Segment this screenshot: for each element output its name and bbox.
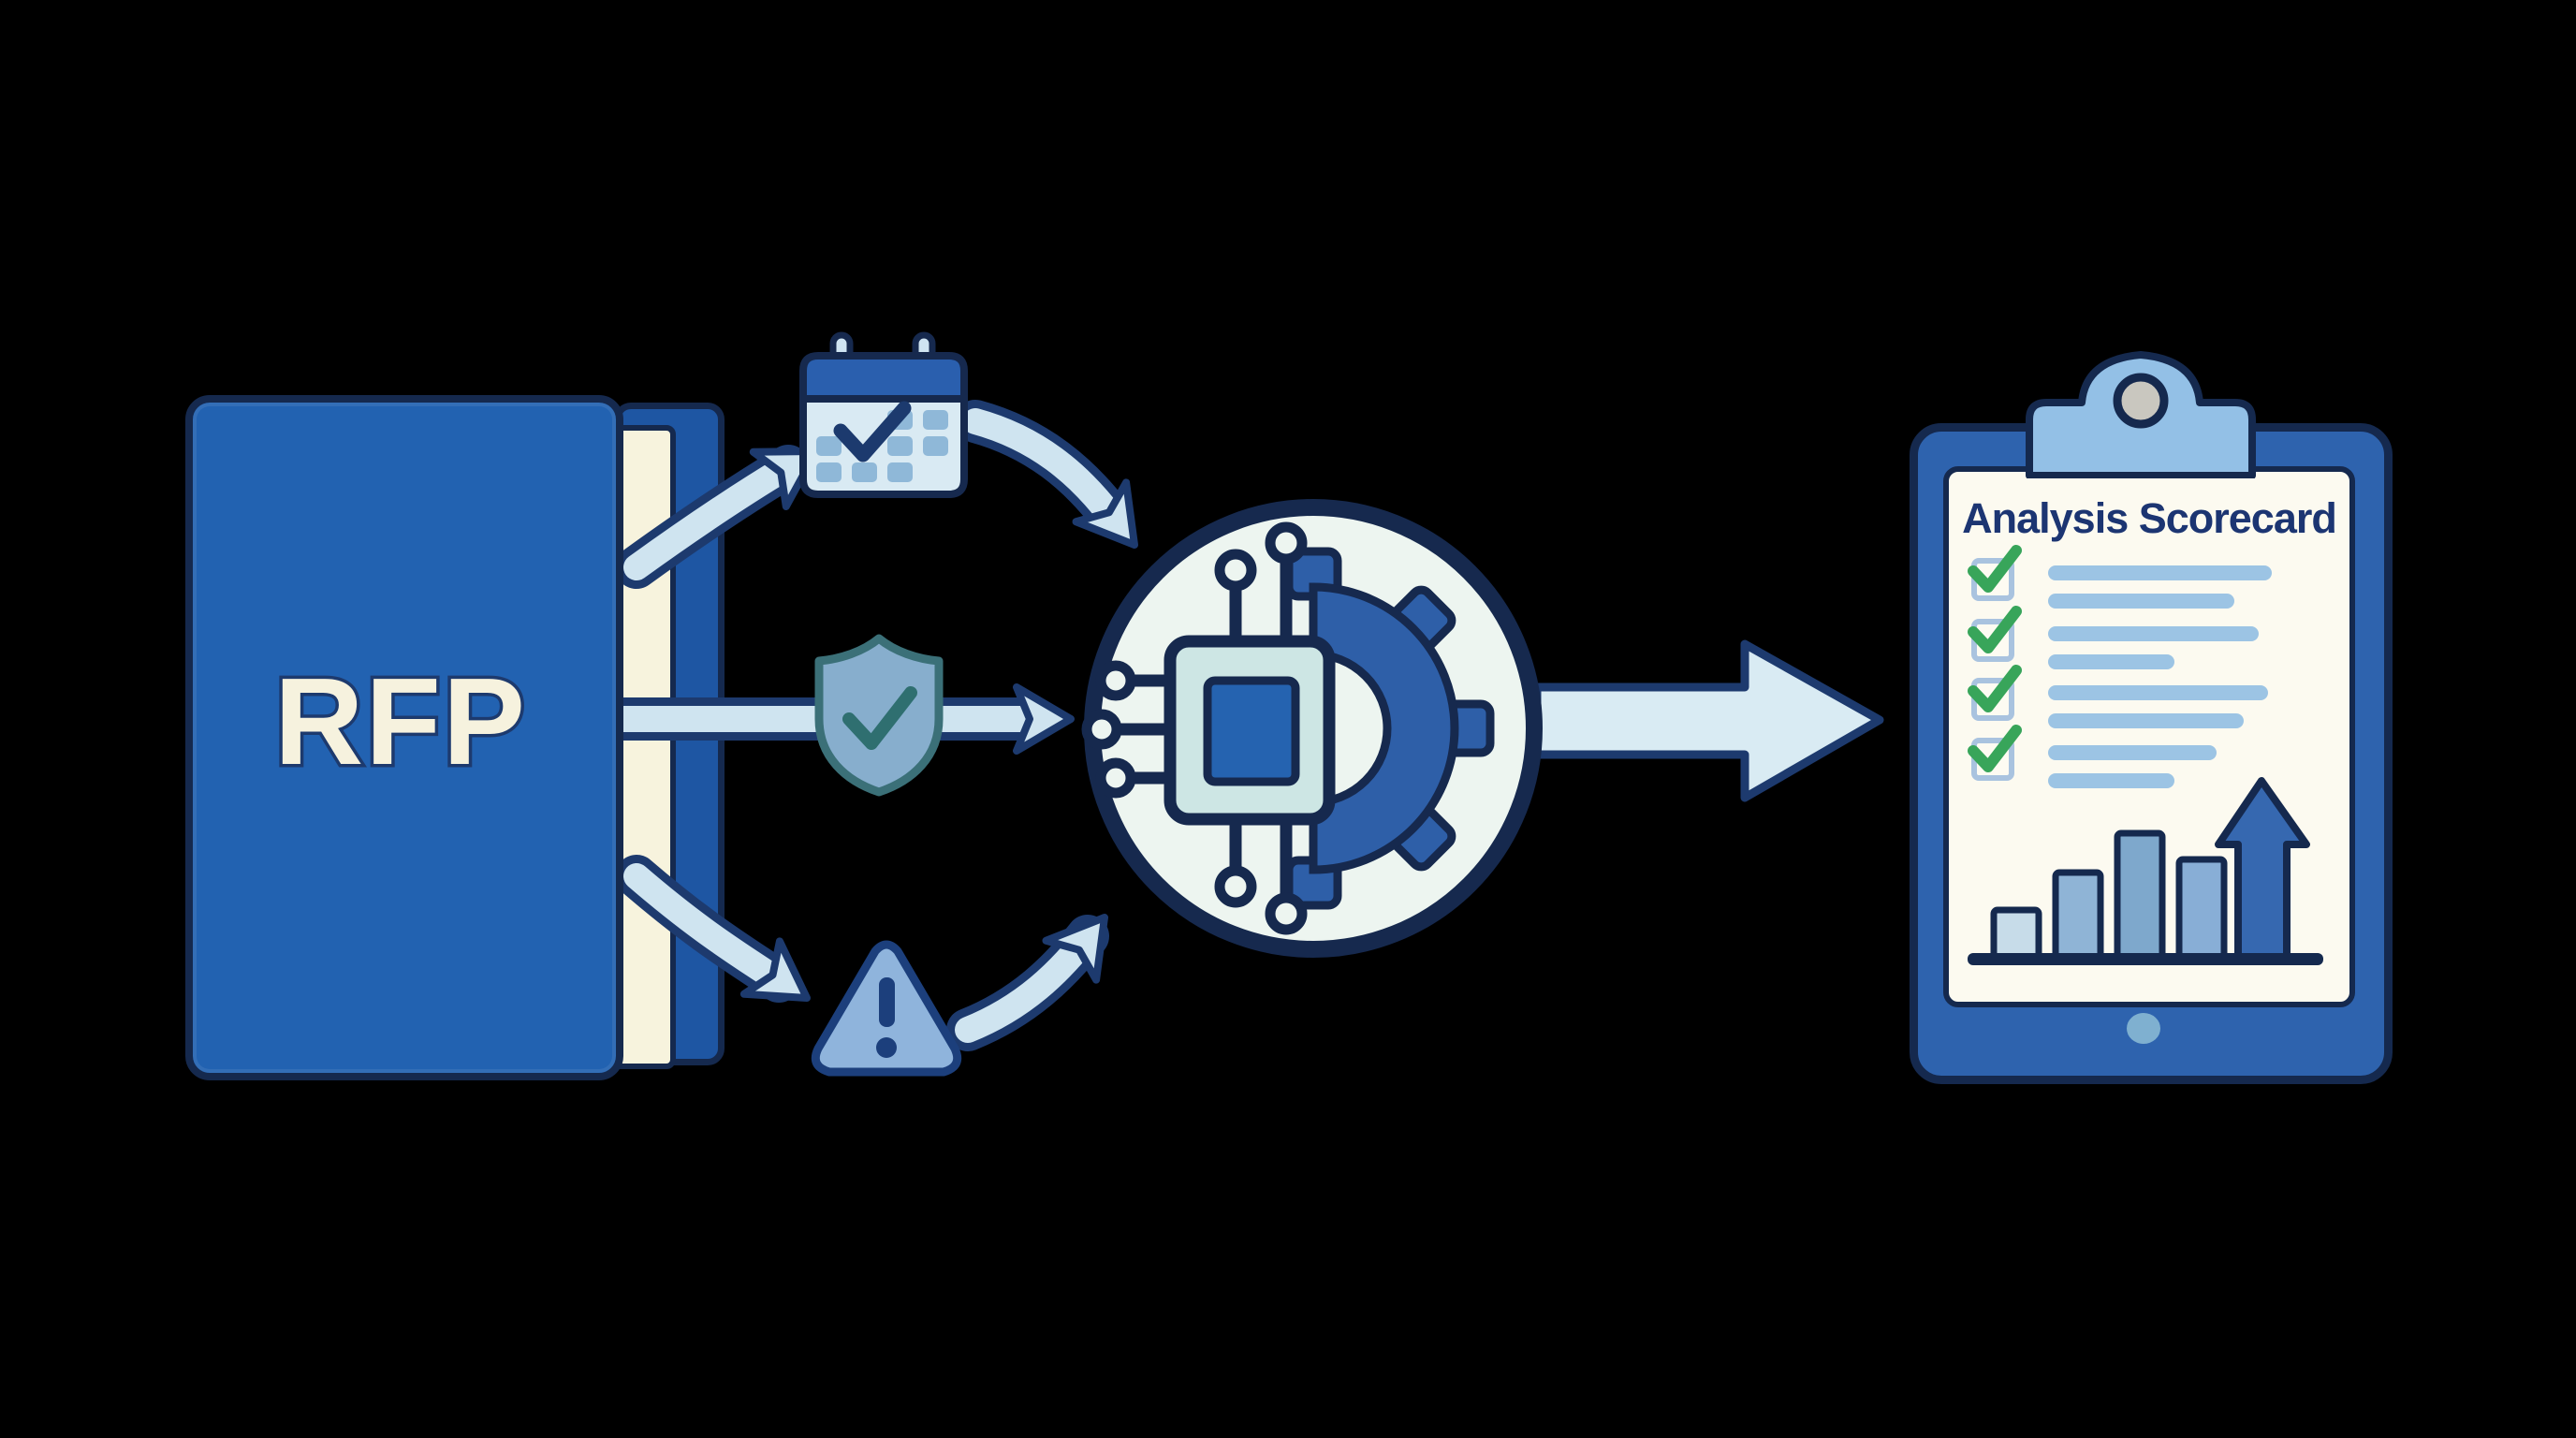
shield-check-icon [814,634,944,797]
processor-to-scorecard-arrow [1532,639,1884,802]
rfp-folder-label: RFP [274,653,527,790]
shield-checkmark [842,686,917,750]
text-line [2048,685,2268,700]
rfp-folder-label-layer: RFP [271,650,529,794]
text-line [2048,594,2234,609]
chart-baseline [1968,953,2323,965]
scorecard-row [1968,665,2308,730]
exclamation-dot [876,1037,897,1058]
bar-2 [2052,869,2104,961]
bar-1 [1990,906,2042,961]
rfp-folder [185,395,623,1080]
scorecard-bar-chart [1968,777,2323,965]
text-line [2048,565,2272,580]
clip-ring [2113,373,2169,429]
bar-3 [2114,829,2166,961]
arrow-calendar-to-processor [954,400,1138,549]
scorecard-row [1968,725,2308,790]
bar-4 [2175,856,2228,961]
calendar-check-icon [799,331,968,498]
scorecard-title: Analysis Scorecard [1962,494,2337,542]
scorecard-row [1968,606,2308,671]
text-line [2048,745,2217,760]
green-check-icon [1968,665,2022,712]
ai-chip-gear-icon [1081,499,1543,958]
text-line [2048,654,2174,669]
growth-arrow-icon [2215,777,2310,961]
text-line [2048,773,2174,788]
warning-triangle-icon [811,940,962,1077]
arrow-folder-to-warning [615,855,811,1003]
clipboard-bottom-button [2127,1013,2160,1044]
arrow-warning-to-processor [946,914,1109,1051]
text-line [2048,713,2244,728]
chip-half [1081,521,1336,935]
text-line [2048,626,2259,641]
clipboard-clip [2026,351,2256,478]
calendar-checkmark [833,401,912,462]
green-check-icon [1968,545,2022,593]
green-check-icon [1968,725,2022,772]
scorecard-row [1968,545,2308,610]
green-check-icon [1968,606,2022,653]
